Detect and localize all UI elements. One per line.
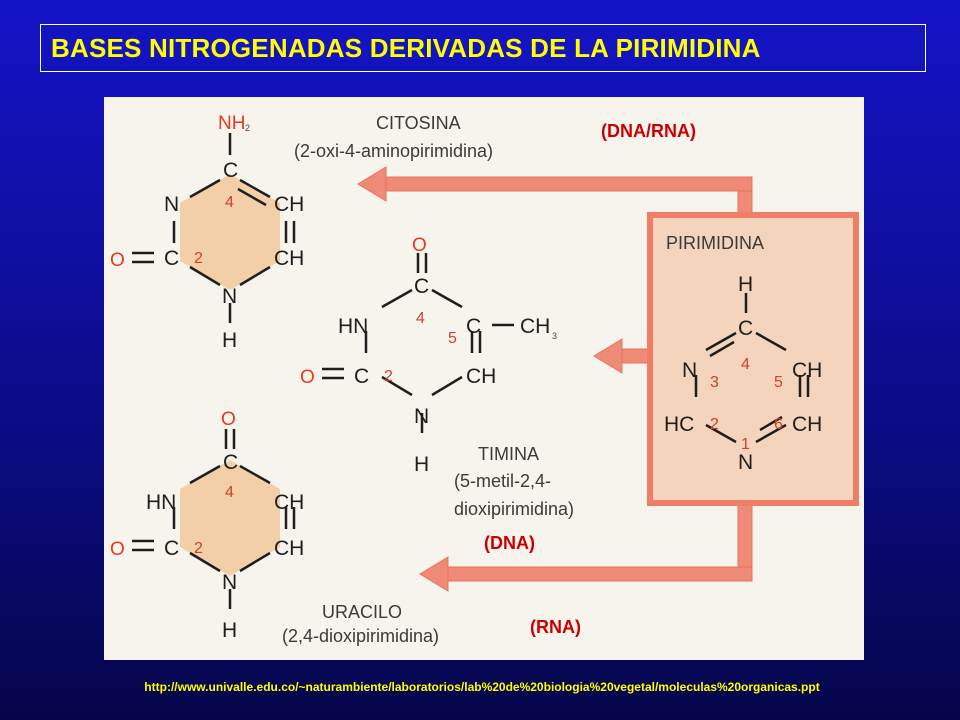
timina-systematic-line1: (5-metil-2,4- [454,471,551,491]
arrow-top-horizontal [379,176,753,192]
pirimidina-c4: C [738,317,753,340]
uracilo-position-4: 4 [225,484,234,501]
citosina-ring-fill [180,174,280,290]
timina-structure: O C HN C CH 3 C CH O N H 4 5 2 [300,235,557,476]
arrows [357,166,753,592]
uracilo-structure: O C HN CH C CH O N H 4 2 [110,409,304,642]
pirimidina-position-4: 4 [741,356,750,373]
pirimidina-position-1: 1 [741,436,750,453]
arrow-mid-head [593,338,623,374]
citosina-bonds [132,133,296,323]
citosina-oxygen: O [110,250,125,271]
pirimidina-position-5: 5 [774,374,783,391]
timina-c5: C [466,315,481,338]
uracilo-c2: C [164,537,179,560]
pirimidina-position-2: 2 [710,416,719,433]
uracilo-oxygen-left: O [110,539,125,560]
pirimidina-position-3: 3 [710,374,719,391]
diagram-panel: NH 2 C N CH C CH N H O 4 2 CITOSINA (2-o… [104,97,864,660]
uracilo-c4: C [223,451,238,474]
timina-nucleic-label: (DNA) [484,533,535,553]
uracilo-systematic-name: (2,4-dioxipirimidina) [282,626,439,646]
pirimidina-h4: H [738,273,753,296]
uracilo-ch5: CH [274,491,304,514]
timina-methyl-subscript: 3 [552,331,557,341]
timina-position-2: 2 [384,368,393,385]
title-box: BASES NITROGENADAS DERIVADAS DE LA PIRIM… [40,24,926,72]
timina-oxygen-left: O [300,367,315,388]
timina-ring-fill [372,284,472,400]
timina-oxygen-top: O [412,235,427,256]
pirimidina-bonds [694,293,810,444]
pirimidina-ch6: CH [792,413,822,436]
citosina-nucleic-label: (DNA/RNA) [601,121,696,141]
uracilo-bonds [132,429,296,609]
citosina-amino-group: NH [218,113,245,134]
timina-c2: C [354,365,369,388]
citosina-c2: C [164,247,179,270]
citosina-c4: C [223,159,238,182]
uracilo-nucleic-label: (RNA) [530,617,581,637]
pirimidina-ch5: CH [792,359,822,382]
pirimidina-n3: N [682,359,697,382]
timina-position-5: 5 [448,330,457,347]
pyrimidine-diagram: NH 2 C N CH C CH N H O 4 2 CITOSINA (2-o… [110,113,859,646]
citosina-n1: N [222,285,237,308]
uracilo-h1: H [222,619,237,642]
citosina-position-2: 2 [194,250,203,267]
uracilo-position-2: 2 [194,540,203,557]
arrow-bottom-horizontal [441,566,753,582]
uracilo-ch6: CH [274,537,304,560]
timina-systematic-line2: dioxipirimidina) [454,499,574,519]
timina-n1: N [414,405,429,428]
uracilo-hn3: HN [146,491,176,514]
pirimidina-structure: H C N CH HC CH N 4 3 5 2 6 1 [664,273,822,474]
citosina-ch5: CH [274,193,304,216]
timina-methyl: CH [520,315,550,338]
citosina-n3: N [164,193,179,216]
uracilo-name: URACILO [322,602,402,622]
pirimidina-name: PIRIMIDINA [666,233,764,253]
citosina-name: CITOSINA [376,113,461,133]
pirimidina-position-6: 6 [774,416,783,433]
citosina-ch6: CH [274,247,304,270]
pirimidina-n1: N [738,451,753,474]
citosina-structure: NH 2 C N CH C CH N H O 4 2 [110,113,304,352]
citosina-systematic-name: (2-oxi-4-aminopirimidina) [294,141,493,161]
timina-c4: C [414,275,429,298]
timina-position-4: 4 [416,310,425,327]
slide-title: BASES NITROGENADAS DERIVADAS DE LA PIRIM… [51,32,761,63]
timina-hn3: HN [338,315,368,338]
arrow-top-head [357,166,387,202]
uracilo-oxygen-top: O [221,409,236,430]
timina-h1: H [414,453,429,476]
timina-bonds [322,253,514,433]
timina-name: TIMINA [478,444,539,464]
pirimidina-box [647,212,859,506]
citosina-position-4: 4 [225,194,234,211]
source-url: http://www.univalle.edu.co/~naturambient… [144,680,820,694]
citosina-h1: H [222,329,237,352]
citosina-amino-subscript: 2 [245,123,250,133]
timina-ch6: CH [466,365,496,388]
uracilo-ring-fill [180,460,280,576]
pirimidina-hc2: HC [664,413,694,436]
arrow-bottom-head [419,556,449,592]
uracilo-n1: N [222,571,237,594]
